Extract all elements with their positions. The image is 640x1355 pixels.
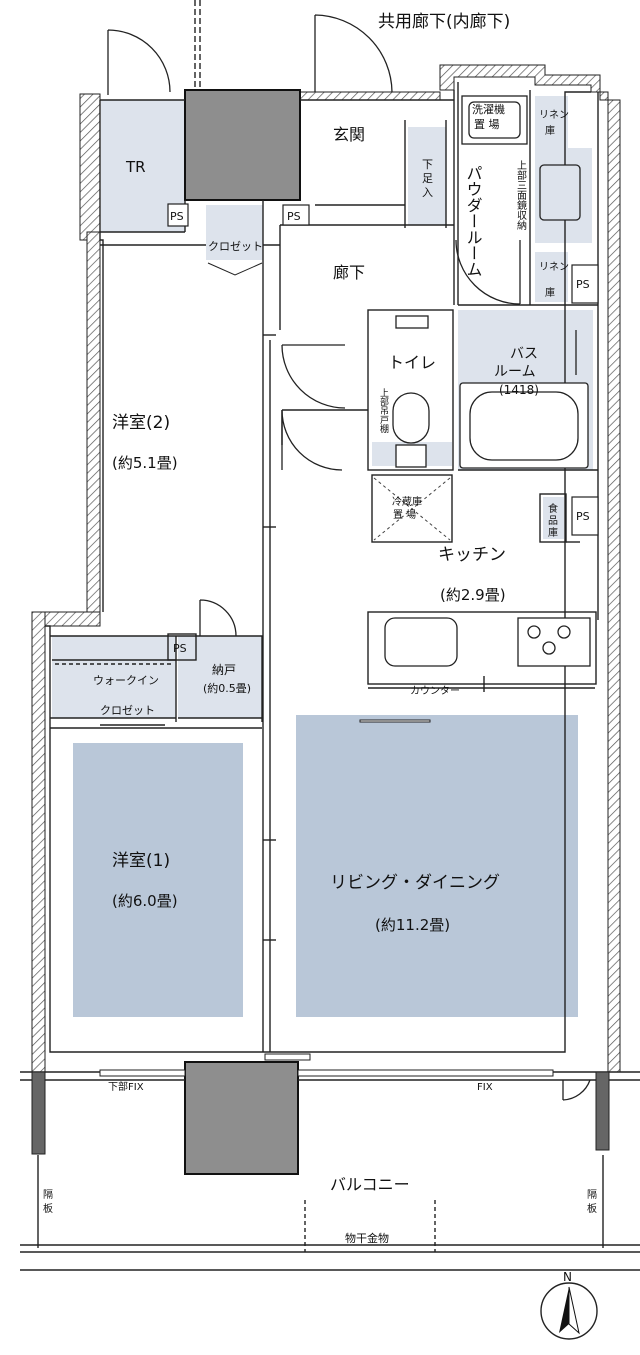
- partition-left-1: 隔: [43, 1189, 53, 1201]
- fridge-line1: 冷蔵庫: [392, 495, 422, 508]
- yoshitsu2-label: 洋室(2): [112, 413, 170, 433]
- north-compass-icon: [540, 1282, 598, 1340]
- exterior-walls: [31, 64, 621, 1073]
- nando-line1: 納戸: [212, 663, 236, 677]
- sentakuki-line1: 洗濯機: [472, 102, 505, 116]
- ps-boxes: [167, 203, 599, 536]
- room-genkan-label: 玄関: [333, 125, 365, 144]
- door-swings: [107, 14, 591, 1101]
- yoshitsu1-label: 洋室(1): [112, 851, 170, 871]
- upper-storage-label: 上部三面鏡収納: [515, 160, 527, 231]
- room-roka-label: 廊下: [333, 263, 365, 282]
- walkin-line1: ウォークイン: [93, 674, 159, 687]
- room-tr-label: TR: [125, 158, 146, 176]
- pantry-line1: 食: [548, 502, 558, 515]
- bath-line3: (1418): [499, 383, 539, 397]
- balcony-label: バルコニー: [330, 1175, 410, 1194]
- kitchen-area: (約2.9畳): [440, 586, 506, 604]
- window-frames: [99, 719, 554, 1077]
- walkin-line2: クロゼット: [100, 704, 155, 717]
- pantry-line3: 庫: [548, 526, 558, 539]
- linen1-line2: 庫: [545, 124, 555, 137]
- ps-label-1: PS: [170, 210, 184, 223]
- north-label: N: [563, 1270, 572, 1284]
- corridor-label: 共用廊下(内廊下): [378, 12, 510, 32]
- living-label: リビング・ダイニング: [330, 873, 500, 893]
- hoshi-label: 物干金物: [345, 1231, 389, 1245]
- room-powder-label: パウダールーム: [464, 165, 483, 277]
- ps-label-5: PS: [173, 642, 187, 655]
- partition-left-2: 板: [43, 1202, 53, 1215]
- pantry-line2: 品: [548, 515, 558, 527]
- fridge-line2: 置 場: [393, 508, 416, 521]
- counter-label: カウンター: [410, 685, 460, 697]
- fridge-cross: [373, 477, 451, 541]
- partition-right-1: 隔: [587, 1189, 597, 1201]
- window-label-right: FIX: [477, 1082, 493, 1093]
- balcony-stubs: [31, 1071, 610, 1155]
- kitchen-label: キッチン: [438, 545, 506, 565]
- bath-line2: ルーム: [494, 364, 536, 380]
- column-top: [184, 89, 301, 201]
- interior-walls: [20, 0, 640, 1271]
- room-yoshitsu1-floor: [73, 743, 243, 1017]
- nando-line2: (約0.5畳): [203, 681, 251, 695]
- shimo-line3: 入: [422, 186, 433, 199]
- sentakuki-line2: 置 場: [474, 118, 500, 131]
- linen2-line2: 庫: [545, 286, 555, 299]
- toilet-shelf-label: 上部吊戸棚: [378, 388, 389, 434]
- room-living-floor: [296, 715, 578, 1017]
- linen1-line1: リネン: [539, 109, 569, 121]
- fixtures: [384, 95, 591, 667]
- yoshitsu1-area: (約6.0畳): [112, 892, 178, 910]
- closet-small-label: クロゼット: [208, 240, 263, 253]
- window-label-left: 下部FIX: [108, 1080, 144, 1093]
- room-toilet-label: トイレ: [388, 353, 436, 372]
- shimo-line1: 下: [422, 158, 433, 171]
- ps-label-2: PS: [287, 210, 301, 223]
- column-bottom: [184, 1061, 299, 1175]
- partition-right-2: 板: [587, 1202, 597, 1215]
- living-area: (約11.2畳): [375, 916, 450, 934]
- yoshitsu2-area: (約5.1畳): [112, 454, 178, 472]
- shimo-line2: 足: [422, 172, 433, 185]
- linen2-line1: リネン: [539, 261, 569, 273]
- bath-line1: バス: [510, 346, 538, 362]
- ps-label-3: PS: [576, 278, 590, 291]
- ps-label-4: PS: [576, 510, 590, 523]
